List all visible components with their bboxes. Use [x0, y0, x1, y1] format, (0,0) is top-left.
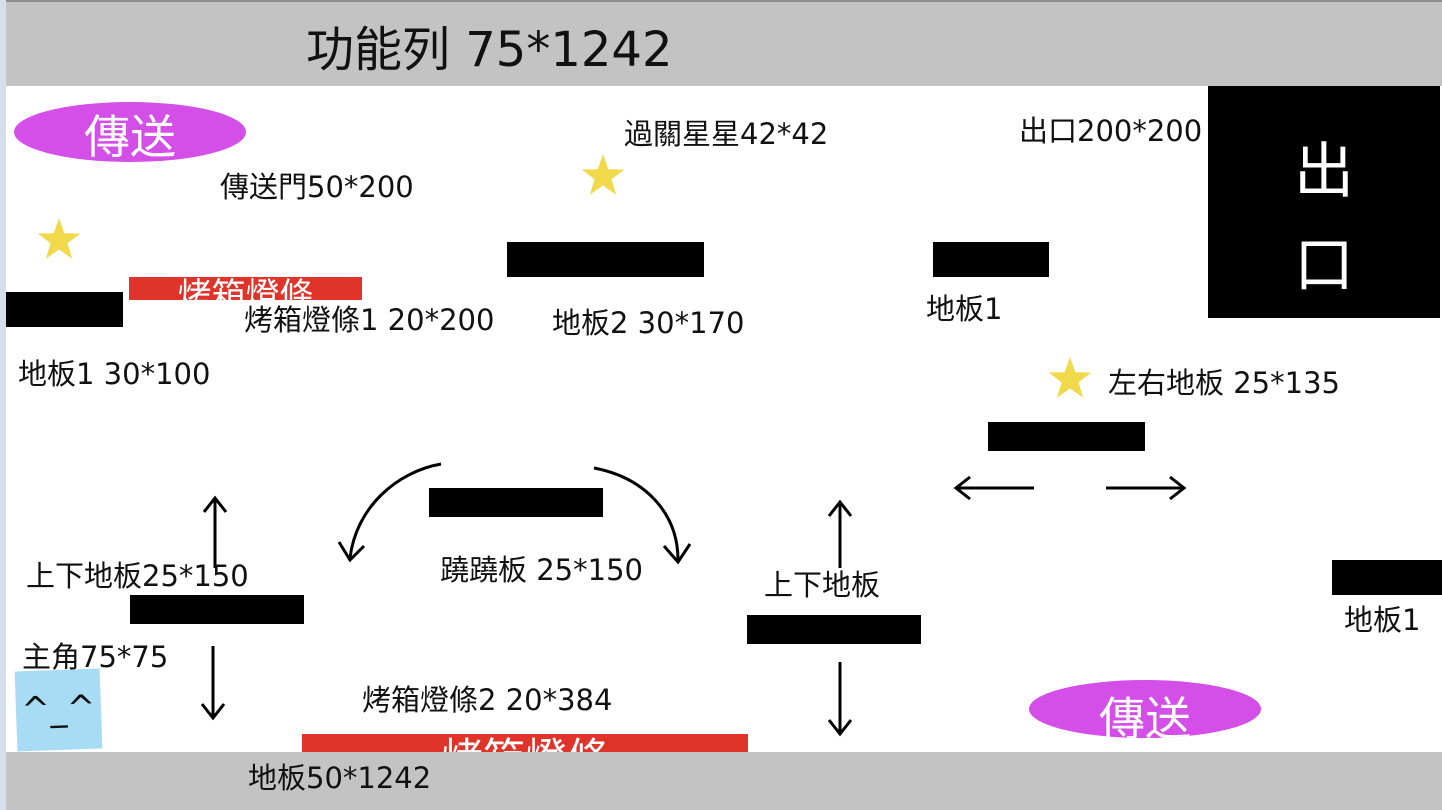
lr-floor-platform [988, 422, 1145, 451]
floor1-platform [6, 292, 123, 327]
floor1-right-label: 地板1 [1344, 603, 1421, 637]
seesaw-platform [429, 488, 603, 517]
hero-label: 主角75*75 [22, 640, 169, 674]
star-icon [37, 218, 81, 259]
seesaw-label: 蹺蹺板 25*150 [440, 553, 643, 587]
floor1-size-label: 地板1 30*100 [18, 357, 211, 391]
ud-floor-label: 上下地板 [764, 568, 881, 602]
curve-arrow-left-icon [337, 462, 442, 563]
portal-top-text: 傳送 [84, 110, 176, 162]
star-icon [1048, 357, 1092, 398]
oven-strip-2-label: 烤箱燈條2 20*384 [362, 683, 613, 717]
arrow-right-icon [1106, 475, 1187, 501]
exit-text-1: 出 [1294, 137, 1354, 207]
function-bar [6, 0, 1442, 86]
function-bar-label: 功能列 75*1242 [306, 22, 673, 78]
ud-floor-platform-mid [747, 615, 921, 644]
portal-label: 傳送門50*200 [220, 170, 414, 204]
floor2-label: 地板2 30*170 [552, 306, 745, 340]
oven-strip-1-text: 烤箱燈條 [177, 277, 314, 300]
floor1-platform-mid [933, 242, 1049, 277]
floor1-mid-label: 地板1 [926, 292, 1003, 326]
oven-strip-1-label: 烤箱燈條1 20*200 [244, 303, 495, 337]
exit-label: 出口200*200 [1019, 114, 1203, 148]
oven-strip-2: 烤箱燈條 [302, 734, 748, 752]
floor2-platform [507, 242, 704, 277]
exit-text-2: 口 [1294, 231, 1354, 301]
lr-floor-label: 左右地板 25*135 [1108, 366, 1340, 400]
arrow-up-icon [202, 495, 228, 568]
hero-character: ^_^ [14, 668, 103, 752]
exit-door: 出 口 [1208, 86, 1440, 318]
curve-arrow-right-icon [593, 466, 692, 565]
star-icon [581, 154, 625, 195]
oven-strip-1: 烤箱燈條 [129, 277, 362, 300]
oven-strip-2-text: 烤箱燈條 [302, 738, 748, 753]
ud-floor-platform-left [130, 595, 304, 624]
ud-floor-size-label: 上下地板25*150 [26, 559, 249, 593]
left-edge [0, 0, 6, 810]
arrow-down-icon [200, 646, 226, 721]
ground-floor-label: 地板50*1242 [248, 761, 432, 795]
arrow-left-icon [953, 475, 1034, 501]
portal-bottom-text: 傳送 [1099, 692, 1191, 738]
floor1-platform-right [1332, 560, 1442, 595]
arrow-down-icon [827, 662, 853, 737]
star-label: 過關星星42*42 [624, 117, 829, 151]
portal-top: 傳送 [14, 102, 246, 162]
ground-floor [6, 752, 1442, 810]
arrow-up-icon [827, 499, 853, 568]
portal-bottom: 傳送 [1029, 680, 1261, 738]
hero-face: ^_^ [20, 687, 97, 731]
